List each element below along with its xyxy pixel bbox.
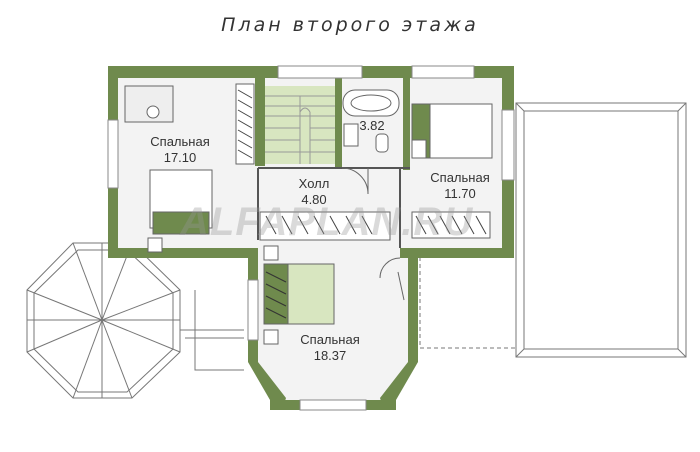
room-area: 18.37 (313, 348, 347, 363)
furniture (124, 83, 493, 345)
windows (107, 65, 515, 411)
room-label-bedroom-1: Спальная 17.10 (135, 134, 225, 166)
room-label-bedroom-2: Спальная 11.70 (415, 170, 505, 202)
room-area: 11.70 (444, 186, 476, 201)
room-name: Спальная (150, 134, 210, 149)
room-area: 4.80 (301, 192, 327, 207)
room-label-hall: Холл 4.80 (282, 176, 346, 208)
lower-roof (180, 290, 244, 371)
room-name: Холл (298, 176, 330, 191)
room-area: 17.10 (163, 150, 197, 165)
plan-title: План второго этажа (221, 14, 479, 36)
room-name: Спальная (430, 170, 490, 185)
room-label-bathroom: 3.82 (352, 118, 392, 134)
room-name: Спальная (300, 332, 360, 347)
room-area: 3.82 (359, 118, 385, 133)
flat-roof-right (419, 102, 687, 358)
room-label-bedroom-3: Спальная 18.37 (285, 332, 375, 364)
stair-treads (265, 95, 335, 164)
partitions (257, 167, 410, 248)
octagonal-roof (26, 242, 181, 399)
doors (341, 167, 405, 301)
watermark: ALFAPLAN.RU (180, 200, 474, 244)
